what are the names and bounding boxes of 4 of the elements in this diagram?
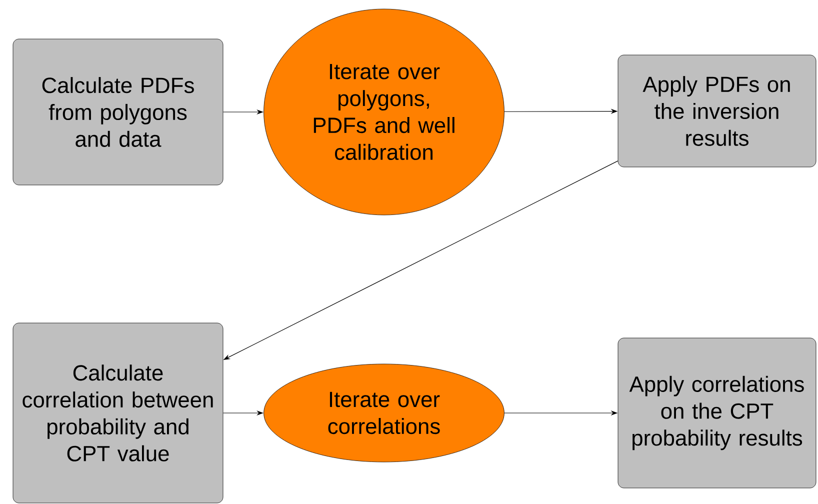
process-box: Apply correlations on the CPT probability results <box>618 338 816 488</box>
process-box: Calculate correlation between probability and CPT value <box>12 322 224 504</box>
process-box: Calculate PDFs from polygons and data <box>12 38 224 186</box>
process-box: Apply PDFs on the inversion results <box>618 54 816 168</box>
